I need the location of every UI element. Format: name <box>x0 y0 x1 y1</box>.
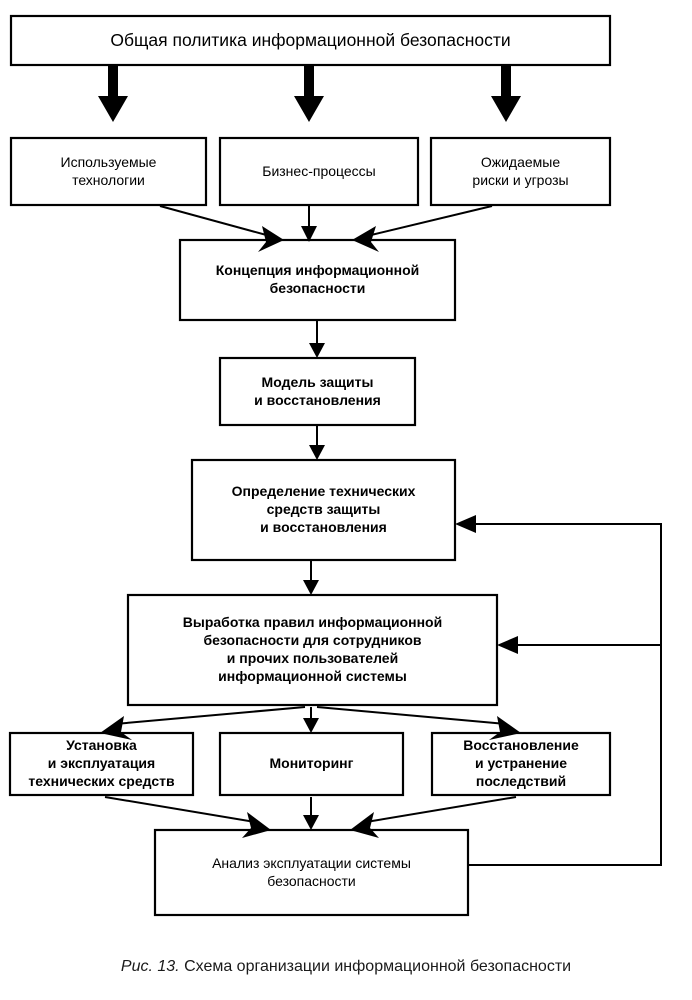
edge-risks-to-concept-head <box>352 226 379 252</box>
edge-recovery-to-analysis <box>365 796 517 823</box>
figure-caption-text: Схема организации информационной безопас… <box>184 958 572 975</box>
node-label-install: Установка и эксплуатация технических сре… <box>28 737 175 789</box>
figure-caption-number: Рис. 13. <box>120 958 180 975</box>
edge-rules-to-install <box>114 706 306 725</box>
node-label-means: Определение технических средств защиты и… <box>231 483 416 535</box>
edge-analysis-to-means-head <box>455 515 476 533</box>
node-box-monitoring[interactable] <box>218 731 405 797</box>
edge-install-to-analysis <box>104 796 256 823</box>
edge-install-to-analysis-head <box>242 812 271 838</box>
node-label-recovery: Восстановление и устранение последствий <box>463 737 579 789</box>
edge-risks-to-concept <box>366 205 493 237</box>
edge-rules-to-recovery-head <box>489 716 521 740</box>
edge-model-to-means-head <box>309 445 325 460</box>
node-label-risks: Ожидаемые риски и угрозы <box>472 153 569 188</box>
node-box-policy[interactable] <box>9 14 612 67</box>
edge-monitoring-to-analysis-head <box>303 815 319 830</box>
edge-rules-to-install-head <box>100 716 132 740</box>
edge-rules-to-recovery <box>316 706 507 725</box>
node-label-policy: Общая политика информационной безопаснос… <box>110 30 511 51</box>
edge-technologies-to-concept <box>159 205 271 237</box>
node-box-risks[interactable] <box>429 136 612 207</box>
edge-business-to-concept-head <box>301 226 317 242</box>
node-box-model[interactable] <box>218 356 417 427</box>
figure-caption: Рис. 13. Схема организации информационно… <box>0 958 692 976</box>
node-label-business: Бизнес-процессы <box>262 162 376 179</box>
node-box-install[interactable] <box>8 731 195 797</box>
edge-means-to-rules-head <box>303 580 319 595</box>
edge-analysis-to-means-feedback <box>468 523 662 866</box>
edge-rules-to-monitoring-head <box>303 718 319 733</box>
node-label-rules: Выработка правил информационной безопасн… <box>182 614 443 684</box>
edge-policy-to-technologies <box>98 66 128 122</box>
node-label-model: Модель защиты и восстановления <box>254 373 381 408</box>
node-label-analysis: Анализ эксплуатации системы безопасности <box>212 854 411 889</box>
edge-analysis-to-rules-head <box>497 636 518 654</box>
node-label-concept: Концепция информационной безопасности <box>215 262 420 296</box>
node-label-technologies: Используемые технологии <box>60 153 157 188</box>
node-label-monitoring: Мониторинг <box>269 755 354 772</box>
edge-technologies-to-concept-head <box>258 226 284 252</box>
node-box-business[interactable] <box>218 136 420 207</box>
node-box-recovery[interactable] <box>430 731 612 797</box>
edge-recovery-to-analysis-head <box>350 812 379 838</box>
node-box-rules[interactable] <box>126 593 499 707</box>
node-box-technologies[interactable] <box>9 136 208 207</box>
node-box-analysis[interactable] <box>153 828 470 917</box>
edge-concept-to-model-head <box>309 343 325 358</box>
edge-policy-to-risks <box>491 66 521 122</box>
edge-policy-to-business <box>294 66 324 122</box>
node-box-means[interactable] <box>190 458 457 562</box>
